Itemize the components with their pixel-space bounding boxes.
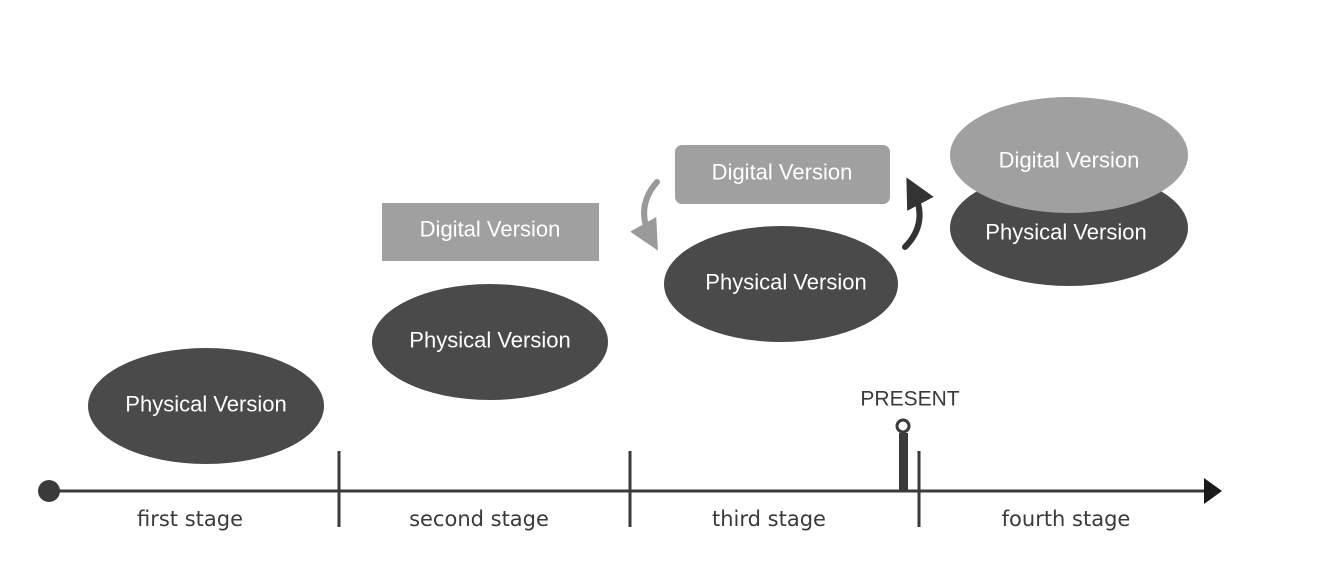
curved-arrow-up-icon <box>902 177 934 250</box>
stage-2-group: Digital Version Physical Version <box>372 203 608 400</box>
stage-1-group: Physical Version <box>88 348 324 464</box>
timeline-arrowhead-icon <box>1204 478 1222 504</box>
stage-2-physical-label: Physical Version <box>409 328 570 353</box>
present-marker: PRESENT <box>860 388 960 491</box>
stage-3-physical-ellipse <box>664 226 898 342</box>
stage-label-4: fourth stage <box>1002 507 1131 531</box>
stage-3-digital-label: Digital Version <box>712 160 853 185</box>
stage-4-physical-label: Physical Version <box>985 220 1146 245</box>
present-stem <box>899 433 908 491</box>
timeline-axis <box>38 451 1222 527</box>
stage-3-physical-label: Physical Version <box>705 270 866 295</box>
present-label: PRESENT <box>860 388 959 411</box>
stage-2-digital-box <box>382 203 599 261</box>
stage-2-physical-ellipse <box>372 284 608 400</box>
stage-label-2: second stage <box>409 507 549 531</box>
stage-2-digital-label: Digital Version <box>420 217 561 242</box>
present-pin-icon <box>895 418 911 434</box>
curved-arrow-down-icon <box>630 179 660 251</box>
stage-label-1: first stage <box>137 507 243 531</box>
stage-3-digital-box <box>675 145 890 204</box>
stage-labels: first stage second stage third stage fou… <box>137 507 1130 531</box>
stage-4-group: Digital Version Physical Version <box>950 97 1188 286</box>
stage-4-digital-label: Digital Version <box>999 148 1140 173</box>
stage-1-physical-label: Physical Version <box>125 392 286 417</box>
stage-4-digital-ellipse <box>950 97 1188 213</box>
stage-1-physical-ellipse <box>88 348 324 464</box>
stage-label-3: third stage <box>712 507 826 531</box>
stage-3-group: Digital Version Physical Version <box>630 145 934 342</box>
